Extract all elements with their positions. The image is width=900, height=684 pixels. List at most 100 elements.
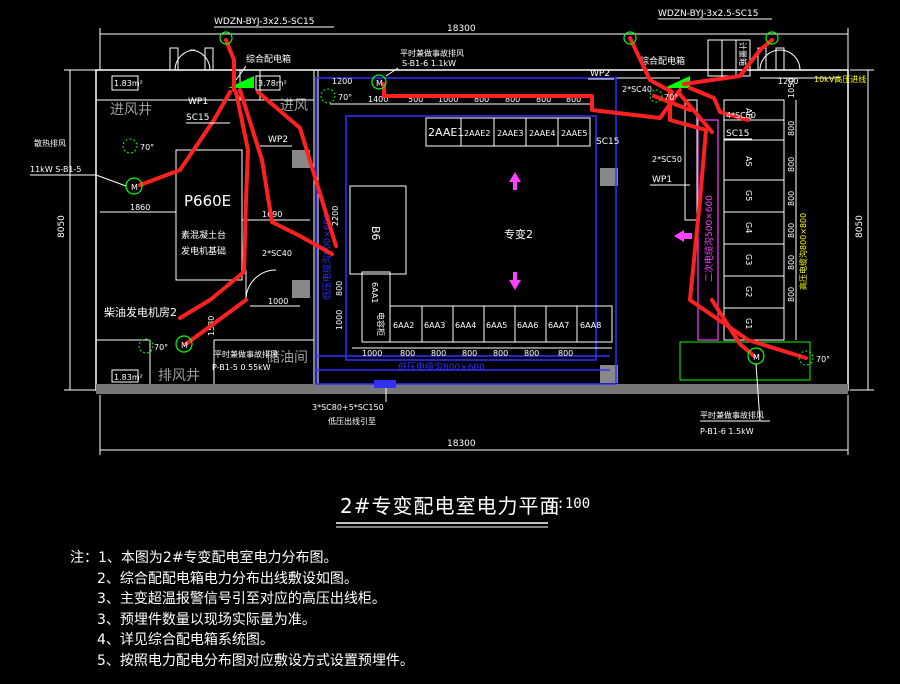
note-2: 2、综合配配电箱电力分布出线敷设如图。 bbox=[97, 570, 358, 587]
cab-g5: G5 bbox=[744, 190, 753, 201]
cable-sc50-a: 4*SC50 bbox=[726, 111, 756, 120]
fan-br-name: P-B1-6 1.5kW bbox=[700, 427, 754, 436]
lv-cabinet-row: 6AA1 电容柜 6AA2 6AA3 6AA4 6AA5 6AA6 6AA7 6… bbox=[335, 271, 613, 343]
misc-symbols: 70° bbox=[219, 31, 779, 103]
ten-kv-label: 10kV高压进线 bbox=[814, 74, 866, 84]
deg70-d: 70° bbox=[816, 355, 830, 364]
fan-bottom-left: M 平时兼做事故排风 P-B1-5 0.55kW 70° bbox=[138, 335, 278, 372]
dim-1200-right: 1200 bbox=[778, 77, 798, 86]
cable-wp1-left: WP1 bbox=[188, 97, 208, 107]
cable-sc15-left: SC15 bbox=[186, 113, 209, 123]
b6-label: B6 bbox=[369, 226, 382, 241]
dim-1000-gen: 1000 bbox=[268, 297, 288, 306]
lv-cab-8: 6AA8 bbox=[580, 321, 601, 330]
cab-ad: AD bbox=[744, 108, 753, 120]
cable-wp2-left: WP2 bbox=[268, 135, 288, 145]
transformer-label: 专变2 bbox=[504, 227, 533, 241]
svg-text:M: M bbox=[376, 79, 383, 88]
fan-left-spec: 11kW S-B1-5 bbox=[30, 165, 82, 174]
hv-cab-1: 2AAE1 bbox=[428, 126, 464, 139]
dim-bottom-6: 800 bbox=[524, 349, 539, 358]
dim-1050: 1050 bbox=[787, 78, 796, 98]
dim-800-left: 800 bbox=[335, 281, 344, 296]
genset-base-2: 发电机基础 bbox=[181, 245, 226, 257]
bottom-dimension-run: 1000 800 800 800 800 800 800 bbox=[352, 347, 612, 358]
fan-top-sub: 平时兼做事故排风 bbox=[400, 48, 464, 58]
dim-bottom-4: 800 bbox=[462, 349, 477, 358]
fan-top-name: S-B1-6 1.1kW bbox=[402, 59, 456, 68]
dim-bottom-7: 800 bbox=[558, 349, 573, 358]
cab-g1: G1 bbox=[744, 318, 753, 329]
title-underline bbox=[336, 522, 548, 528]
lv-cab-6: 6AA6 bbox=[517, 321, 538, 330]
dim-top-6: 800 bbox=[566, 95, 581, 104]
cable-sc15-right: SC15 bbox=[726, 129, 749, 139]
cable-trenches: 低压电缆沟800×600 低压电缆沟800×600 bbox=[315, 77, 617, 388]
dim-right-5: 800 bbox=[787, 255, 796, 270]
dim-bottom-3: 800 bbox=[431, 349, 446, 358]
dim-right-1: 800 bbox=[787, 121, 796, 136]
hv-cab-3: 2AAE3 bbox=[497, 129, 523, 138]
dim-right-2: 800 bbox=[787, 157, 796, 172]
dim-height-left: 8050 bbox=[57, 215, 67, 238]
dist-box-left-label: 综合配电箱 bbox=[246, 53, 291, 65]
cable-wp2-top: WP2 bbox=[590, 69, 610, 79]
top-dimension-run: 1200 1400 500 1000 800 800 800 800 bbox=[330, 77, 590, 105]
dim-height-right: 8050 bbox=[855, 215, 865, 238]
hv-cab-5: 2AAE5 bbox=[561, 129, 587, 138]
hv-cab-2: 2AAE2 bbox=[464, 129, 490, 138]
dimension-top: 18300 bbox=[99, 24, 849, 70]
hv-trench-label: 低压电缆沟800×600 bbox=[321, 213, 333, 300]
dim-top-3: 800 bbox=[474, 95, 489, 104]
cab-6aa1: 6AA1 bbox=[370, 282, 379, 303]
note-1: 1、本图为2#专变配电室电力分布图。 bbox=[98, 550, 338, 566]
dim-bottom-5: 800 bbox=[493, 349, 508, 358]
room-exhaust: 排风井 bbox=[158, 368, 200, 384]
dim-top-2: 1000 bbox=[438, 95, 458, 104]
cable-sc50-b: 2*SC50 bbox=[652, 155, 682, 164]
drawing-title-text: 2#专变配电室电力平面 bbox=[340, 494, 561, 518]
area-right: 3.78m² bbox=[258, 79, 287, 88]
door-swings bbox=[174, 49, 801, 301]
fan-bl-sub: 平时兼做事故排风 bbox=[214, 349, 278, 359]
dim-bottom-2: 800 bbox=[400, 349, 415, 358]
dist-box-right-label: 综合配电箱 bbox=[640, 55, 685, 67]
dim-overall-bottom: 18300 bbox=[447, 439, 476, 449]
drawing-scale: 1:100 bbox=[548, 496, 591, 512]
dim-top-1: 500 bbox=[408, 95, 423, 104]
genset-room-label: 柴油发电机房2 bbox=[104, 305, 177, 319]
note-4: 3、预埋件数量以现场实际量为准。 bbox=[97, 611, 316, 628]
cable-sc40-right: 2*SC40 bbox=[622, 85, 652, 94]
structural-columns bbox=[292, 150, 618, 383]
cable-bottom-conduit-sub: 低压出线引至 bbox=[328, 416, 376, 426]
dimension-right: 8050 bbox=[850, 69, 874, 391]
dim-1000-left: 1000 bbox=[335, 310, 344, 330]
deg70-b: 70° bbox=[338, 93, 352, 102]
cab-g4: G4 bbox=[744, 222, 753, 233]
genset-model: P660E bbox=[184, 192, 231, 210]
note-row-1: 注：1、本图为2#专变配电室电力分布图。 bbox=[70, 548, 414, 569]
dim-2200: 2200 bbox=[331, 206, 340, 226]
area-left-2: 1.83m² bbox=[114, 373, 143, 382]
dim-bottom-1: 1000 bbox=[362, 349, 382, 358]
dim-overall-top: 18300 bbox=[447, 24, 476, 34]
note-5: 4、详见综合配电箱系统图。 bbox=[97, 632, 274, 648]
room-intake-left: 进风井 bbox=[110, 102, 152, 118]
lv-cab-7: 6AA7 bbox=[548, 321, 569, 330]
cab-g2: G2 bbox=[744, 286, 753, 297]
area-left-1: 1.83m² bbox=[114, 79, 143, 88]
notes-prefix: 注： bbox=[70, 550, 98, 566]
cab-as: AS bbox=[744, 156, 753, 167]
dim-right-3: 800 bbox=[787, 191, 796, 206]
power-cables bbox=[138, 36, 808, 360]
note-3: 3、主变超温报警信号引至对应的高压出线柜。 bbox=[97, 591, 386, 607]
cable-top-left: WDZN-BYJ-3x2.5-SC15 bbox=[214, 17, 314, 27]
dim-right-4: 800 bbox=[787, 223, 796, 238]
right-hv-room: AD AS G5 G4 G3 G2 G1 二次电缆沟500×600 高压电缆沟8… bbox=[674, 39, 866, 381]
cable-wp1-right: WP1 bbox=[652, 175, 672, 185]
fan-top: M 平时兼做事故排风 S-B1-6 1.1kW 70° bbox=[320, 48, 464, 104]
cable-bottom-conduit: 3*SC80+5*SC150 bbox=[312, 403, 384, 412]
lv-cab-5: 6AA5 bbox=[486, 321, 507, 330]
room-intake-mid: 进风 bbox=[280, 98, 308, 114]
